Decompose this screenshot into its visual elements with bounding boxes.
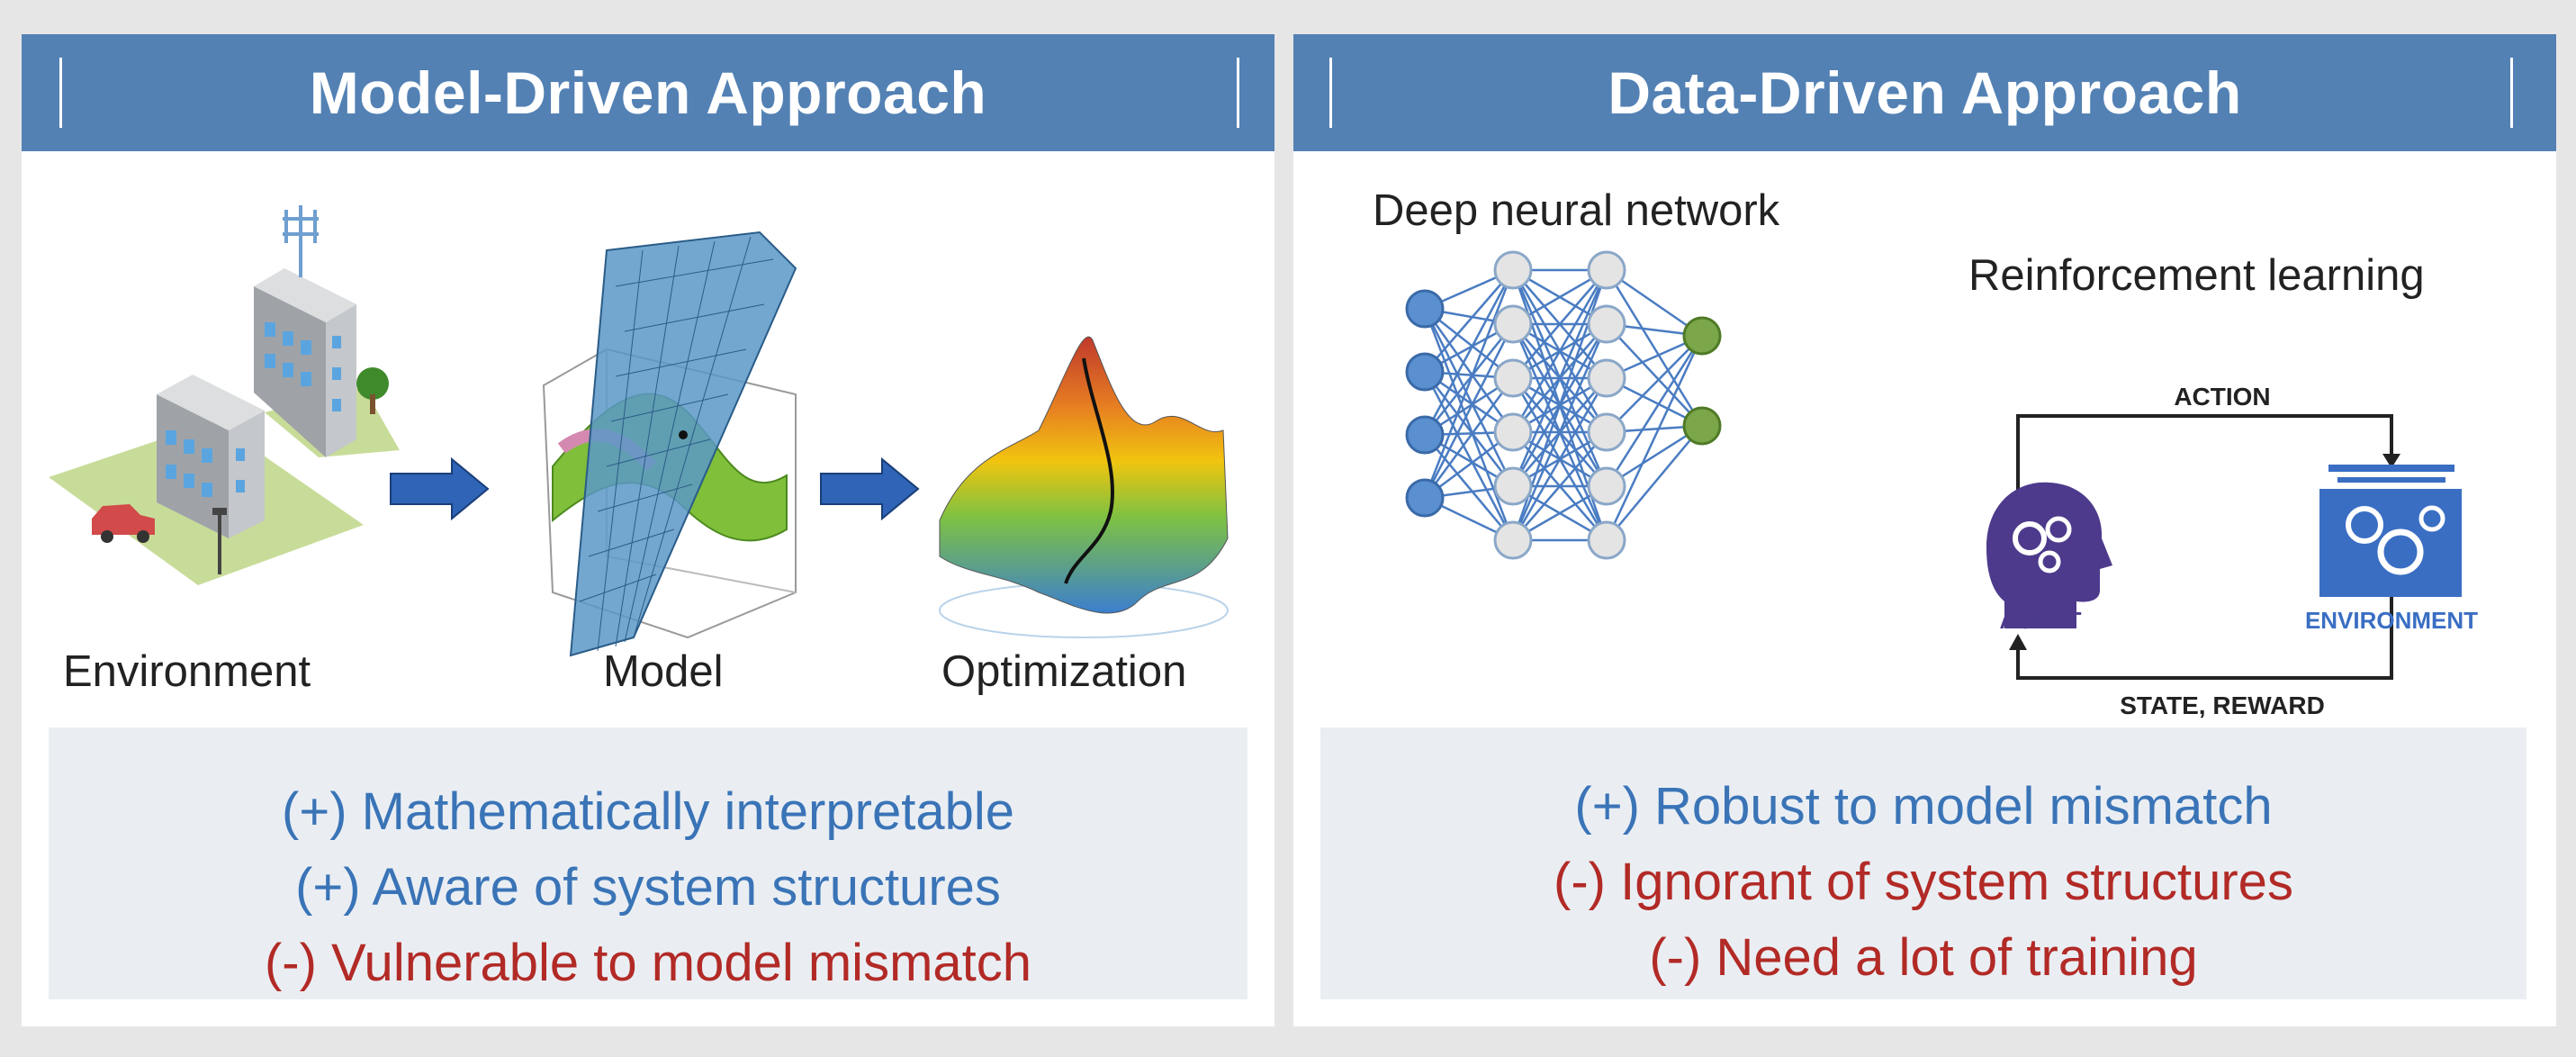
data-driven-pros-cons: (+) Robust to model mismatch (-) Ignoran… — [1320, 727, 2526, 999]
arrow-right-icon — [390, 456, 490, 521]
nn-connection — [1511, 323, 1608, 541]
nn-connection — [1423, 371, 1515, 541]
nn-connection — [1423, 308, 1515, 433]
nn-node — [1587, 466, 1626, 506]
con-item: (-) Vulnerable to model mismatch — [264, 934, 1032, 992]
nn-connection — [1424, 434, 1514, 541]
nn-node — [1493, 520, 1533, 560]
nn-connection — [1423, 308, 1515, 487]
nn-node — [1493, 358, 1533, 398]
nn-connection — [1511, 269, 1608, 487]
nn-connection — [1511, 377, 1608, 541]
nn-connection — [1512, 269, 1608, 379]
nn-connection — [1424, 269, 1514, 373]
nn-node — [1493, 466, 1533, 506]
state-reward-label: STATE, REWARD — [2120, 691, 2325, 719]
model-driven-header: Model-Driven Approach — [22, 34, 1274, 151]
action-label: ACTION — [2174, 383, 2270, 411]
nn-connection — [1511, 269, 1608, 433]
con-item: (-) Need a lot of training — [1649, 928, 2198, 987]
model-driven-pros-cons: (+) Mathematically interpretable (+) Awa… — [49, 727, 1247, 999]
pro-item: (+) Robust to model mismatch — [1574, 777, 2273, 836]
nn-connection — [1423, 269, 1515, 436]
nn-connection — [1512, 431, 1608, 541]
agent-label: AGENT — [2000, 607, 2082, 634]
nn-node — [1405, 289, 1445, 329]
nn-connection — [1423, 377, 1515, 499]
header-divider — [59, 58, 62, 128]
city-environment-illustration — [49, 205, 400, 585]
nn-connection — [1424, 323, 1514, 436]
header-divider — [1329, 58, 1332, 128]
nn-node — [1493, 304, 1533, 344]
nn-connection — [1605, 335, 1704, 541]
optimization-label: Optimization — [941, 647, 1187, 696]
neural-network-diagram — [1405, 250, 1722, 560]
optimization-landscape-plot — [939, 336, 1229, 638]
pro-item: (+) Aware of system structures — [295, 858, 1001, 917]
header-divider — [1237, 58, 1239, 128]
nn-connection — [1423, 269, 1515, 499]
nn-connection — [1424, 371, 1514, 487]
nn-node — [1405, 478, 1445, 518]
nn-node — [1587, 304, 1626, 344]
dnn-label: Deep neural network — [1373, 186, 1780, 235]
nn-node — [1682, 406, 1722, 446]
model-surface-plot — [542, 230, 797, 657]
nn-node — [1405, 415, 1445, 455]
con-item: (-) Ignorant of system structures — [1554, 853, 2293, 911]
nn-connection — [1606, 425, 1703, 541]
nn-node — [1587, 412, 1626, 452]
data-driven-title: Data-Driven Approach — [1608, 59, 2242, 126]
model-driven-title: Model-Driven Approach — [309, 59, 987, 126]
nn-connection — [1605, 335, 1704, 487]
nn-connection — [1423, 308, 1515, 541]
nn-node — [1493, 412, 1533, 452]
header-divider — [2510, 58, 2513, 128]
environment-box-label: ENVIRONMENT — [2305, 607, 2478, 634]
rl-loop-diagram: ACTION STATE, REWARD AGENT ENVIRONMENT — [1986, 383, 2478, 719]
rl-label: Reinforcement learning — [1968, 251, 2425, 300]
nn-connection — [1606, 335, 1703, 433]
data-driven-panel: Data-Driven Approach Deep neural network… — [1293, 34, 2556, 1026]
nn-node — [1493, 250, 1533, 290]
nn-connection — [1423, 323, 1515, 499]
nn-connection — [1606, 323, 1703, 427]
model-driven-panel: Model-Driven Approach — [22, 34, 1274, 1026]
arrow-right-icon — [820, 456, 920, 521]
pro-item: (+) Mathematically interpretable — [282, 782, 1014, 841]
nn-node — [1682, 316, 1722, 356]
data-driven-header: Data-Driven Approach — [1293, 34, 2556, 151]
model-label: Model — [603, 647, 724, 696]
nn-node — [1405, 352, 1445, 392]
nn-node — [1587, 358, 1626, 398]
nn-node — [1587, 250, 1626, 290]
nn-connection — [1605, 269, 1704, 427]
nn-node — [1587, 520, 1626, 560]
environment-label: Environment — [63, 647, 311, 696]
